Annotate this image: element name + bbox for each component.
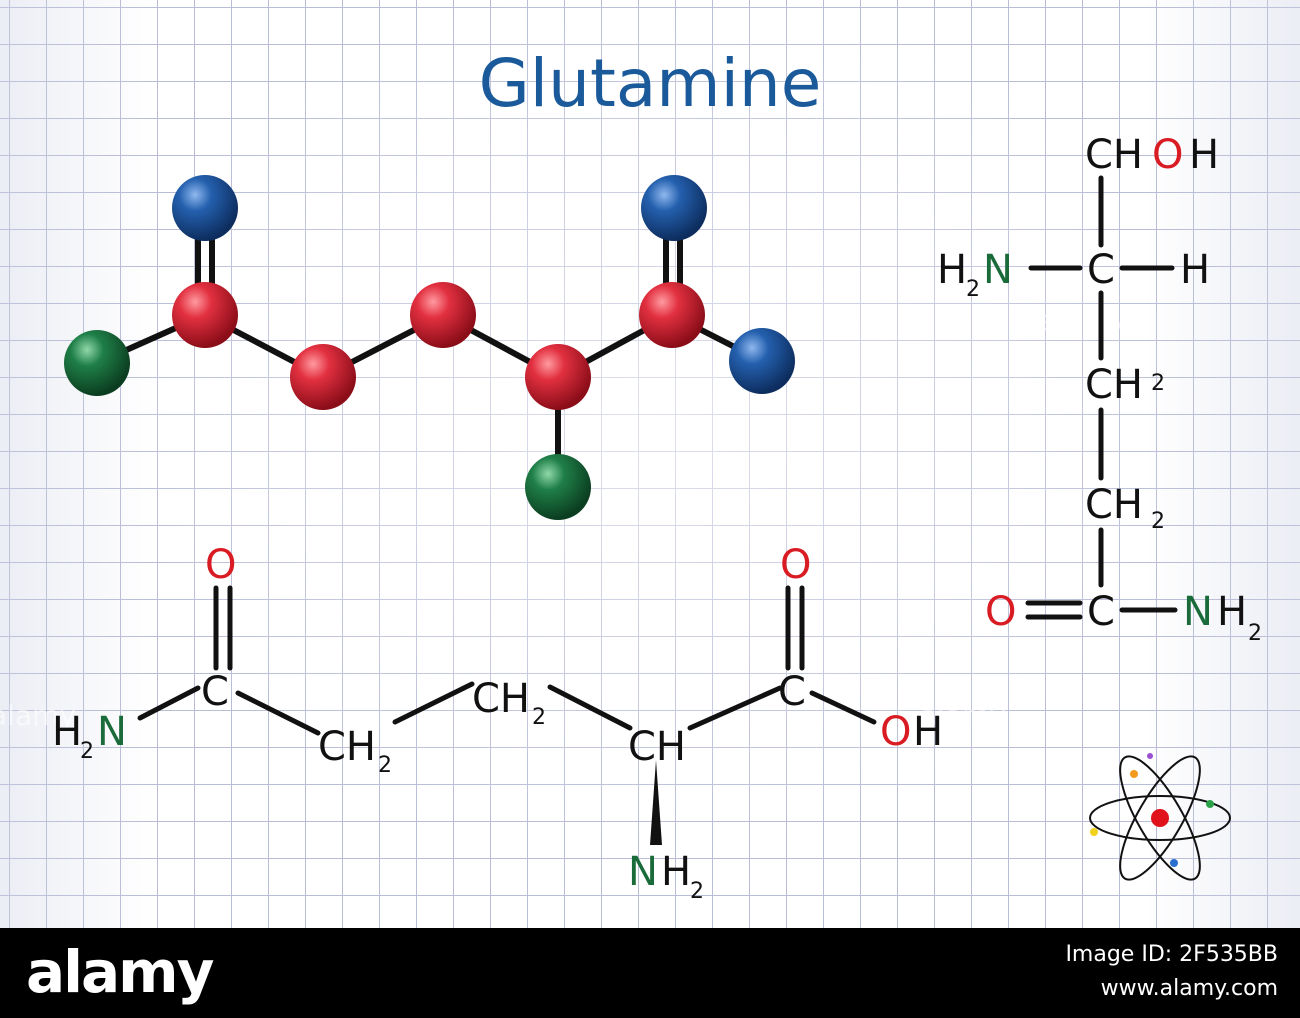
- ch2-group: CH: [1085, 482, 1143, 528]
- image-info: Image ID: 2F535BB www.alamy.com: [1065, 938, 1278, 1006]
- site-url[interactable]: www.alamy.com: [1100, 976, 1278, 1001]
- carbon-label: C: [1087, 247, 1115, 293]
- ch-group: CH: [628, 724, 686, 770]
- subscript-2: 2: [80, 739, 94, 764]
- watermark: alamy alamy alamy: [0, 304, 1126, 732]
- image-id: Image ID: 2F535BB: [1065, 942, 1278, 967]
- oxygen-label: O: [985, 589, 1016, 635]
- hydroxyl-oxygen-label: O: [880, 709, 911, 755]
- hydroxyl-hydrogen-label: H: [913, 709, 943, 755]
- hydrogen-label: H: [1180, 247, 1210, 293]
- hydrogen-label: H: [661, 849, 691, 895]
- nitrogen-label: N: [1183, 589, 1213, 635]
- oxygen-atom-ball: [172, 175, 238, 241]
- oxygen-label: O: [205, 542, 236, 588]
- nitrogen-label: N: [983, 247, 1013, 293]
- carbon-atom-ball: [172, 282, 238, 348]
- svg-text:alamy: alamy: [0, 699, 76, 732]
- hydrogen-label: H: [52, 709, 82, 755]
- nitrogen-atom-ball: [525, 454, 591, 520]
- brand-logo[interactable]: alamy: [26, 938, 214, 1006]
- oxygen-label: O: [780, 542, 811, 588]
- ch-group: CH: [1085, 132, 1143, 178]
- fischer-formula: CH O H H 2 N C H CH 2 CH 2 O C N H 2: [937, 132, 1262, 646]
- carbon-label: C: [1087, 589, 1115, 635]
- svg-text:alamy: alamy: [1040, 304, 1126, 337]
- ball-and-stick-model: [64, 175, 795, 520]
- ch2-group: CH: [318, 724, 376, 770]
- graph-paper-background: alamy alamy alamy Glutamine: [0, 0, 1300, 928]
- skeletal-formula: O C H 2 N CH 2 CH 2 CH O C O H N H 2: [52, 542, 943, 904]
- carbon-atom-ball: [410, 282, 476, 348]
- subscript-2: 2: [1248, 621, 1262, 646]
- hydrogen-label: H: [1189, 132, 1219, 178]
- oxygen-label: O: [1152, 132, 1183, 178]
- carbon-atom-ball: [290, 344, 356, 410]
- oxygen-atom-ball: [729, 328, 795, 394]
- subscript-2: 2: [690, 879, 704, 904]
- nitrogen-label: N: [97, 709, 127, 755]
- carbon-atom-ball: [525, 344, 591, 410]
- oxygen-atom-ball: [641, 175, 707, 241]
- ch2-group: CH: [472, 676, 530, 722]
- nitrogen-label: N: [628, 849, 658, 895]
- subscript-2: 2: [378, 753, 392, 778]
- ch2-group: CH: [1085, 362, 1143, 408]
- svg-text:alamy: alamy: [920, 699, 1006, 732]
- carbon-atom-ball: [639, 282, 705, 348]
- glutamine-diagram: alamy alamy alamy Glutamine: [0, 45, 1262, 904]
- subscript-2: 2: [1151, 371, 1165, 396]
- carbon-label: C: [201, 669, 229, 715]
- title: Glutamine: [479, 45, 822, 122]
- carbon-label: C: [778, 669, 806, 715]
- subscript-2: 2: [1151, 509, 1165, 534]
- nitrogen-atom-ball: [64, 330, 130, 396]
- subscript-2: 2: [966, 277, 980, 302]
- hydrogen-label: H: [1217, 589, 1247, 635]
- footer-bar: alamy Image ID: 2F535BB www.alamy.com: [0, 928, 1300, 1018]
- atom-icon: [1089, 753, 1231, 881]
- subscript-2: 2: [532, 705, 546, 730]
- hydrogen-label: H: [937, 247, 967, 293]
